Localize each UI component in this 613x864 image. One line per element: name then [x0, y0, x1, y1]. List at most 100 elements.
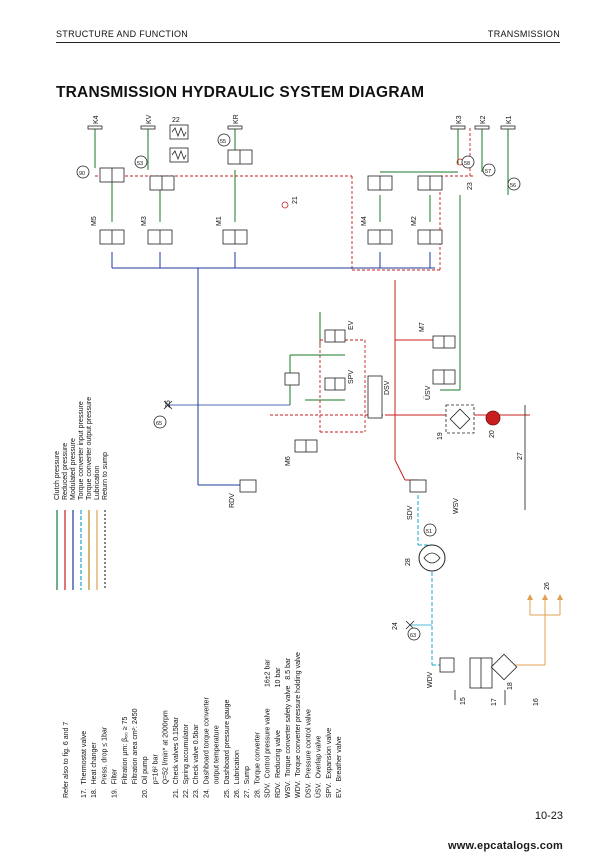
notes-refer: Refer also to fig. 6 and 7 [63, 722, 70, 798]
notes-item: 19. Filter [112, 768, 119, 798]
notes-item: output temperature [214, 725, 221, 798]
label-m2: M2 [411, 216, 418, 226]
port-kv [140, 125, 156, 130]
circle-53-text: 53 [137, 161, 143, 167]
circle-56 [507, 177, 521, 191]
circle-57 [482, 163, 496, 177]
notes-item: DSV. Pressure control valve [305, 709, 312, 798]
label-kr: KR [233, 114, 240, 124]
notes-item: 27. Sump [244, 766, 251, 798]
label-rdv: RDV [229, 493, 236, 508]
page-title: TRANSMISSION HYDRAULIC SYSTEM DIAGRAM [56, 84, 425, 101]
notes-item: 25. Dashboard pressure gauge [224, 699, 231, 798]
circle-58 [461, 155, 475, 169]
page-number: 10-23 [534, 810, 563, 822]
legend-entry: Torque converter output pressure [86, 397, 93, 500]
label-m7: M7 [419, 322, 426, 332]
label-sdv: SDV [407, 505, 414, 520]
legend-entry: Torque converter input pressure [78, 401, 85, 500]
label-23: 23 [467, 182, 474, 190]
notes-item: EV. Breather valve [336, 736, 343, 798]
arrow-lube-b [542, 594, 548, 600]
label-m6: M6 [285, 456, 292, 466]
circle-65 [153, 415, 167, 429]
valve-dsv [367, 375, 383, 419]
notes-item: 22. Spring accumulator [183, 723, 190, 798]
label-ev: EV [348, 320, 355, 330]
label-k2: K2 [480, 115, 487, 124]
notes-item: 23. Check valve 0.5bar [193, 724, 200, 798]
label-16: 16 [533, 698, 540, 706]
label-22: 22 [172, 117, 180, 124]
oil-pump [485, 410, 501, 426]
notes-item: Filtration area cm²: 2450 [132, 708, 139, 798]
circle-63-text: 63 [410, 633, 416, 639]
notes-item: SDV. Control pressure valve 16±2 bar [265, 659, 272, 798]
label-26: 26 [544, 582, 551, 590]
circle-63 [407, 627, 421, 641]
notes-item: 17. Thermostat valve [81, 731, 88, 798]
port-k1 [500, 125, 516, 130]
notes-item: Filtration μm: β₆₀ ≥ 75 [122, 716, 129, 798]
label-m3: M3 [141, 216, 148, 226]
valve-rdv [239, 479, 257, 493]
valve-wdv [439, 657, 455, 673]
label-24: 24 [392, 622, 399, 630]
notes-item: Press. drop ≤ 1bar [101, 726, 108, 798]
notes-item: ÜSV. Overlap valve [315, 736, 323, 798]
notes-item: 18. Heat changer [91, 742, 98, 798]
label-k4: K4 [93, 115, 100, 124]
label-k3: K3 [456, 115, 463, 124]
legend-entry: Reduced pressure [62, 443, 69, 500]
label-18: 18 [507, 682, 514, 690]
notes-item: Q=52 l/min* at 2000rpm [163, 710, 170, 798]
label-17: 17 [491, 698, 498, 706]
label-20: 20 [489, 430, 496, 438]
circle-58-text: 58 [464, 161, 470, 167]
legend-entry: Return to sump [102, 452, 109, 500]
notes-item: 24. Dashboard torque converter [203, 697, 210, 798]
port-k2 [474, 125, 490, 130]
circle-55-text: 55 [220, 139, 226, 145]
torque-converter-symbol [423, 552, 441, 564]
notes-item: 20. Oil pump [142, 756, 149, 798]
notes-item: WDV. Torque converter pressure holding v… [295, 652, 302, 798]
port-kr [227, 125, 243, 130]
filter-symbol [449, 408, 471, 430]
arrow-lube-c [557, 594, 563, 600]
label-k1: K1 [506, 115, 513, 124]
label-m1: M1 [216, 216, 223, 226]
header-rule [56, 42, 560, 43]
notes-item: 21. Check valves 0.15bar [173, 716, 180, 798]
circle-90-text: 90 [79, 171, 85, 177]
circle-56-text: 56 [510, 183, 516, 189]
spring-b [171, 149, 187, 161]
port-k3 [450, 125, 466, 130]
label-28: 28 [405, 558, 412, 566]
label-m5: M5 [91, 216, 98, 226]
port-k4 [87, 125, 103, 130]
label-kv: KV [146, 114, 153, 124]
circle-65-text: 65 [156, 421, 162, 427]
circle-57-text: 57 [485, 169, 491, 175]
circle-90 [76, 165, 90, 179]
label-dsv: DSV [384, 380, 391, 395]
circle-53 [134, 155, 148, 169]
heat-exchanger [490, 653, 518, 681]
label-wsv: WSV [453, 498, 460, 514]
label-usv: ÜSV [424, 385, 432, 400]
gauge-symbol [163, 400, 173, 410]
valve-sdv [409, 479, 427, 493]
label-wdv: WDV [427, 671, 434, 688]
label-27: 27 [517, 452, 524, 460]
temp-sensor-symbol [405, 620, 415, 630]
legend-entry: Clutch pressure [54, 451, 61, 500]
circle-51 [423, 523, 437, 537]
header-section-title: STRUCTURE AND FUNCTION [56, 29, 189, 39]
legend-entry: Modulated pressure [70, 438, 77, 500]
notes-item: p=16² bar [152, 754, 159, 798]
legend-entry: Lubrication [94, 466, 101, 500]
circle-55 [217, 133, 231, 147]
notes-item: RDV. Reducing valve 10 bar [275, 667, 282, 798]
